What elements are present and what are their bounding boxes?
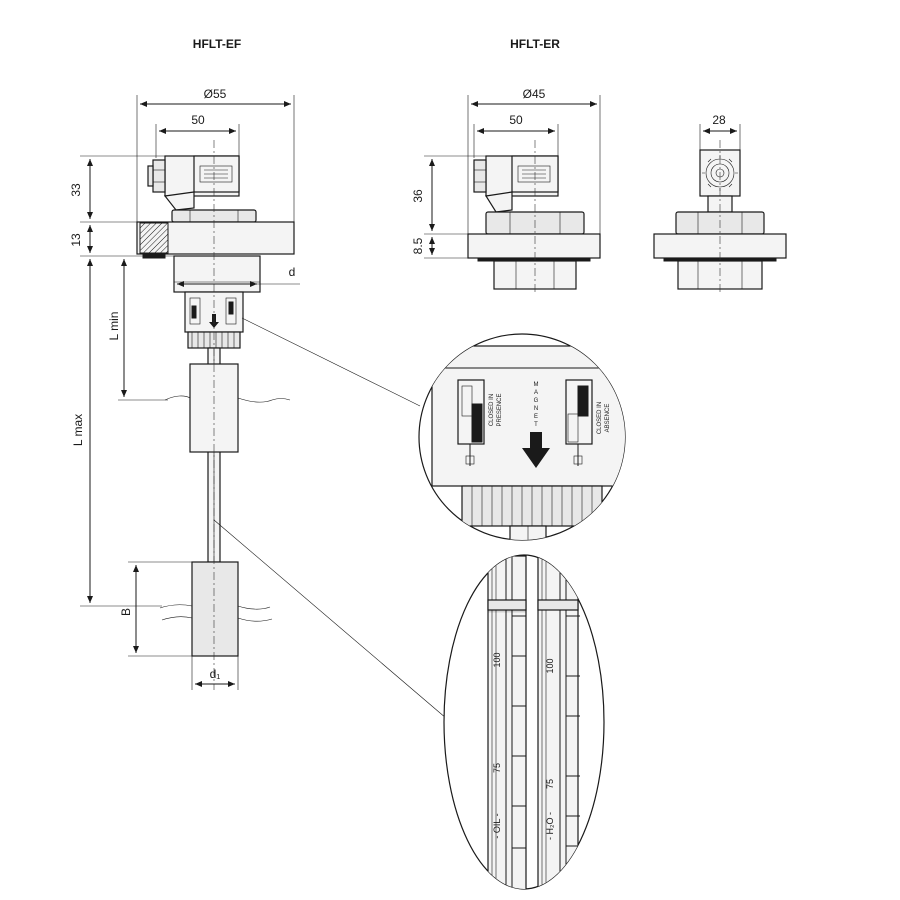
- dim-ef-width: 50: [191, 113, 205, 127]
- dim-ef-diameter: Ø55: [204, 87, 227, 101]
- scale-right-75: 75: [545, 779, 555, 789]
- hflt-ef-view: Ø55 50: [69, 87, 461, 731]
- dim-er-width: 50: [509, 113, 523, 127]
- scale-detail: 100 75 - OIL - 100 75 - H₂O -: [443, 554, 605, 890]
- hflt-er-view: Ø45 50 36 8.5: [411, 87, 601, 295]
- dim-d: d: [289, 265, 296, 279]
- scale-left-75: 75: [492, 763, 502, 773]
- dim-ef-head-height: 33: [69, 183, 83, 197]
- dim-l-min: L min: [107, 312, 121, 341]
- dim-er-head-height: 36: [411, 189, 425, 203]
- switch-detail: CLOSED IN PRESENCE CLOSED IN ABSENCE M A…: [418, 333, 626, 541]
- title-hflt-ef: HFLT-EF: [193, 37, 241, 51]
- magnet-letter: A: [534, 390, 538, 396]
- title-hflt-er: HFLT-ER: [510, 37, 560, 51]
- label-closed-in-presence-2: PRESENCE: [497, 393, 503, 426]
- magnet-letter: T: [534, 422, 538, 428]
- magnet-letter: G: [534, 398, 539, 404]
- dim-er-flange-height: 8.5: [411, 237, 425, 254]
- ef-float-lower: [191, 561, 239, 657]
- magnet-letter: M: [534, 382, 539, 388]
- label-closed-in-presence-1: CLOSED IN: [489, 394, 495, 426]
- magnet-letter: E: [534, 414, 538, 420]
- magnet-arrow-icon: [522, 432, 550, 468]
- scale-left-fluid-oil: - OIL -: [492, 813, 502, 838]
- scale-left-100: 100: [492, 652, 502, 667]
- scale-right-fluid-water: - H₂O -: [545, 812, 555, 840]
- label-closed-in-absence-1: CLOSED IN: [597, 402, 603, 434]
- dim-b: B: [119, 608, 133, 616]
- side-view: 28: [653, 113, 787, 295]
- dim-ef-flange-height: 13: [69, 233, 83, 247]
- label-closed-in-absence-2: ABSENCE: [605, 404, 611, 433]
- dim-er-diameter: Ø45: [523, 87, 546, 101]
- magnet-letter: N: [534, 406, 538, 412]
- scale-right-100: 100: [545, 658, 555, 673]
- dim-d1: d₁: [210, 667, 221, 681]
- dim-side-width: 28: [712, 113, 726, 127]
- dim-l-max: L max: [71, 414, 85, 446]
